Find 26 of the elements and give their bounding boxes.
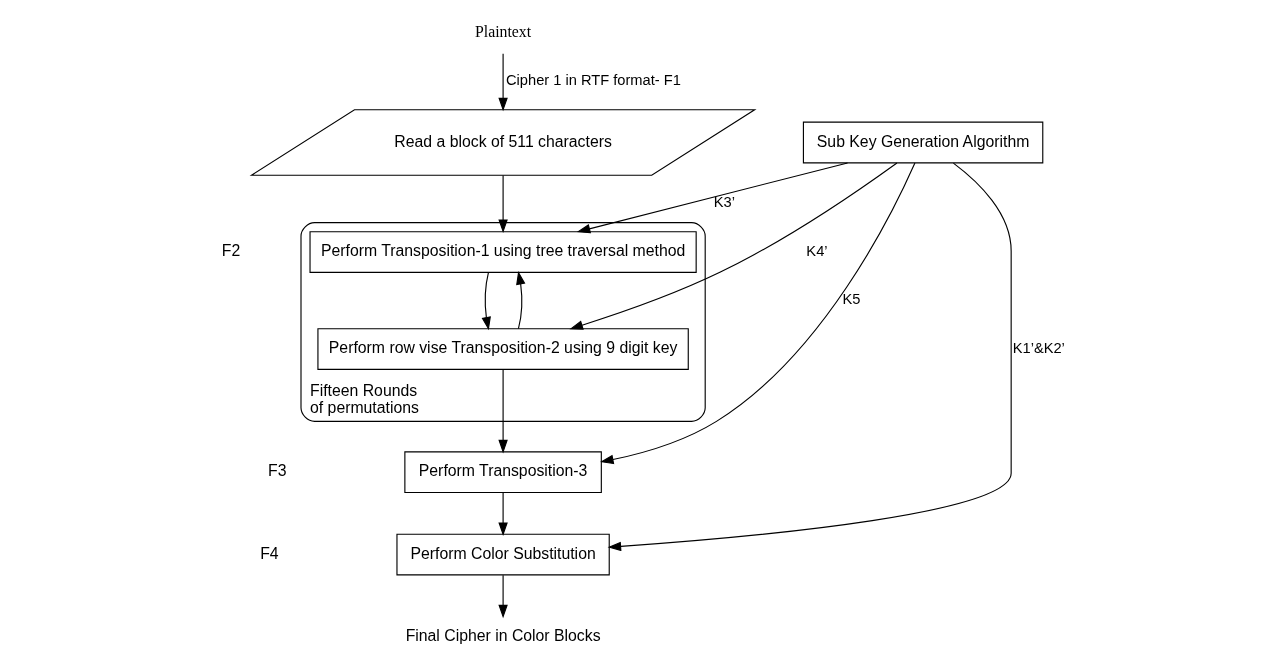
arrow [497, 53, 508, 112]
label: F2 [221, 242, 240, 260]
edge-label: K5 [841, 291, 860, 308]
arrow [497, 369, 508, 454]
arrow [607, 162, 1012, 552]
arrow [481, 272, 491, 331]
arrow [576, 162, 848, 234]
node-text: Plaintext [474, 23, 531, 41]
edge-label: K1’&K2’ [1012, 339, 1065, 356]
node-box: Perform row vise Transposition-2 using 9 digit key [316, 328, 689, 370]
arrow [599, 162, 915, 465]
label: F3 [267, 462, 287, 480]
node-box: Perform Transposition-3 [403, 451, 602, 494]
arrow [497, 492, 508, 536]
arrow [515, 271, 525, 330]
node-text: Final Cipher in Color Blocks [405, 627, 601, 645]
edge-label: Cipher 1 in RTF format- F1 [505, 72, 681, 89]
edge-label: K4’ [805, 242, 828, 259]
node-box: Sub Key Generation Algorithm [802, 121, 1043, 164]
arrow [497, 174, 508, 234]
arrow [497, 574, 508, 619]
node-box: Perform Color Substitution [395, 533, 610, 576]
label: F4 [259, 544, 279, 562]
edge-label: K3’ [713, 194, 735, 211]
arrow [568, 162, 897, 330]
node-box: Perform Transposition-1 using tree traversal method [308, 231, 697, 273]
